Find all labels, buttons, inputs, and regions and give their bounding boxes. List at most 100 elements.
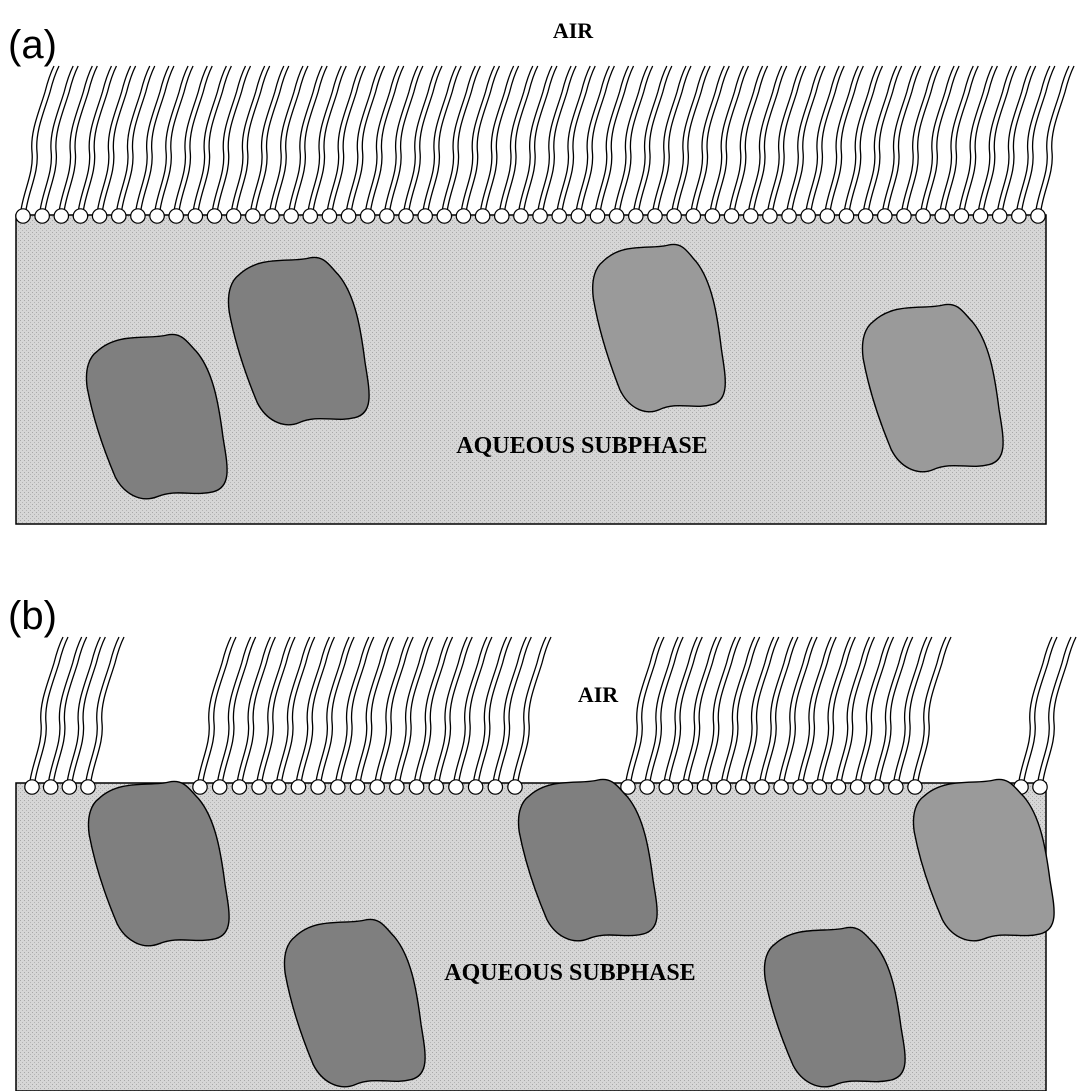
panel-a-lipid-tail: [754, 66, 787, 210]
panel-b-lipid-headgroup: [81, 780, 95, 794]
panel-a-lipid-tail: [620, 66, 653, 210]
panel-a-lipid-tail: [390, 66, 423, 210]
panel-a-lipid-headgroup: [246, 209, 260, 223]
panel-a-lipid-tail: [313, 66, 346, 210]
panel-b-lipid-headgroup: [508, 780, 522, 794]
panel-a-lipid-headgroup: [1012, 209, 1026, 223]
panel-a-lipid-headgroup: [878, 209, 892, 223]
panel-a-lipid-tail: [409, 66, 442, 210]
panel-a-lipid-tail: [218, 66, 251, 210]
panel-a-lipid-tail: [237, 66, 270, 210]
panel-a-lipid-tail: [926, 66, 959, 210]
panel-a-lipid-tail: [581, 66, 614, 210]
panel-a-lipid-tail: [677, 66, 710, 210]
panel-a-lipid-headgroup: [361, 209, 375, 223]
panel-b-lipid-tail: [1024, 637, 1057, 781]
panel-a-lipid-tail: [869, 66, 902, 210]
panel-a-lipid-headgroup: [801, 209, 815, 223]
panel-b-lipid-headgroup: [831, 780, 845, 794]
panel-b-lipid-tail: [861, 637, 894, 781]
panel-b-subphase-label: AQUEOUS SUBPHASE: [444, 960, 695, 986]
panel-b-lipid-headgroup: [488, 780, 502, 794]
panel-a-lipid-tail: [294, 66, 327, 210]
panel-a-lipid-headgroup: [552, 209, 566, 223]
panel-a-lipid-tail: [256, 66, 289, 210]
panel-a-lipid-tail: [103, 66, 136, 210]
panel-a-lipid-tail: [160, 66, 193, 210]
panel-a-lipid-headgroup: [571, 209, 585, 223]
panel-b-lipid-headgroup: [252, 780, 266, 794]
panel-b-lipid-tail: [822, 637, 855, 781]
panel-b-lipid-tail: [727, 637, 760, 781]
panel-a-lipid-headgroup: [380, 209, 394, 223]
panel-b-lipid-tail: [631, 637, 664, 781]
panel-b-lipid-tail: [669, 637, 702, 781]
panel-a-lipid-headgroup: [514, 209, 528, 223]
panel-a-lipid-tail: [984, 66, 1017, 210]
panel-a-lipid-tail: [486, 66, 519, 210]
panel-b-lipid-headgroup: [659, 780, 673, 794]
panel-b-lipid-tail: [899, 637, 932, 781]
panel-a-lipid-headgroup: [475, 209, 489, 223]
panel-b-lipid-headgroup: [232, 780, 246, 794]
panel-a-lipid-tail: [696, 66, 729, 210]
panel-b-lipid-tail: [91, 637, 124, 781]
panel-a-lipid-tail: [1041, 66, 1074, 210]
panel-a-lipid-tail: [945, 66, 978, 210]
panel-a-lipid-tail: [275, 66, 308, 210]
panel-a-lipid-tail: [888, 66, 921, 210]
panel-b-lipid-headgroup: [812, 780, 826, 794]
panel-a-lipid-headgroup: [1031, 209, 1045, 223]
panel-a-label: (a): [8, 23, 57, 67]
panel-a-lipid-tail: [773, 66, 806, 210]
panel-b-lipid-headgroup: [697, 780, 711, 794]
panel-a-lipid-tail: [83, 66, 116, 210]
panel-b-lipid-tail: [35, 637, 68, 781]
panel-a-lipid-headgroup: [169, 209, 183, 223]
panel-b-lipid-headgroup: [311, 780, 325, 794]
panel-a-lipid-tail: [122, 66, 155, 210]
panel-a-lipid-tail: [1003, 66, 1036, 210]
panel-b-lipid-headgroup: [390, 780, 404, 794]
panel-b-lipid-tail: [803, 637, 836, 781]
panel-a-lipid-headgroup: [265, 209, 279, 223]
panel-b-lipid-headgroup: [889, 780, 903, 794]
panel-b-lipid-headgroup: [62, 780, 76, 794]
panel-b-lipid-headgroup: [212, 780, 226, 794]
panel-b-lipid-headgroup: [272, 780, 286, 794]
panel-b: (b) AIR AQUEOUS SUBPHASE: [8, 594, 1076, 1091]
panel-b-lipid-tail: [708, 637, 741, 781]
panel-a-lipid-headgroup: [495, 209, 509, 223]
panel-b-lipid-tail: [765, 637, 798, 781]
panel-b-lipid-headgroup: [468, 780, 482, 794]
panel-a-lipid-headgroup: [35, 209, 49, 223]
panel-a-lipid-tail: [830, 66, 863, 210]
panel-a-lipid-headgroup: [648, 209, 662, 223]
panel-a-lipid-headgroup: [667, 209, 681, 223]
panel-a-lipid-headgroup: [686, 209, 700, 223]
panel-a-lipid-headgroup: [131, 209, 145, 223]
panel-a-lipid-tail: [849, 66, 882, 210]
panel-a-lipid-headgroup: [609, 209, 623, 223]
panel-b-lipid-headgroup: [429, 780, 443, 794]
panel-a-lipid-tail: [447, 66, 480, 210]
panel-a-lipid-tail: [141, 66, 174, 210]
panel-a-lipid-headgroup: [973, 209, 987, 223]
panel-a-lipid-tail: [466, 66, 499, 210]
panel-a-lipid-headgroup: [322, 209, 336, 223]
panel-a-lipid-headgroup: [399, 209, 413, 223]
panel-b-lipid-headgroup: [870, 780, 884, 794]
panel-b-lipid-headgroup: [678, 780, 692, 794]
panel-b-lipid-tail: [72, 637, 105, 781]
panel-a-lipid-tail: [524, 66, 557, 210]
panel-a-lipid-tail: [179, 66, 212, 210]
panel-b-lipid-tail: [784, 637, 817, 781]
panel-a-lipid-headgroup: [724, 209, 738, 223]
panel-a-lipid-headgroup: [418, 209, 432, 223]
panel-a-lipid-headgroup: [54, 209, 68, 223]
panel-a: (a) AIR AQUEOUS SUBPHASE: [8, 18, 1074, 524]
panel-a-lipid-headgroup: [341, 209, 355, 223]
panel-b-lipid-headgroup: [774, 780, 788, 794]
panel-a-lipid-tail: [658, 66, 691, 210]
